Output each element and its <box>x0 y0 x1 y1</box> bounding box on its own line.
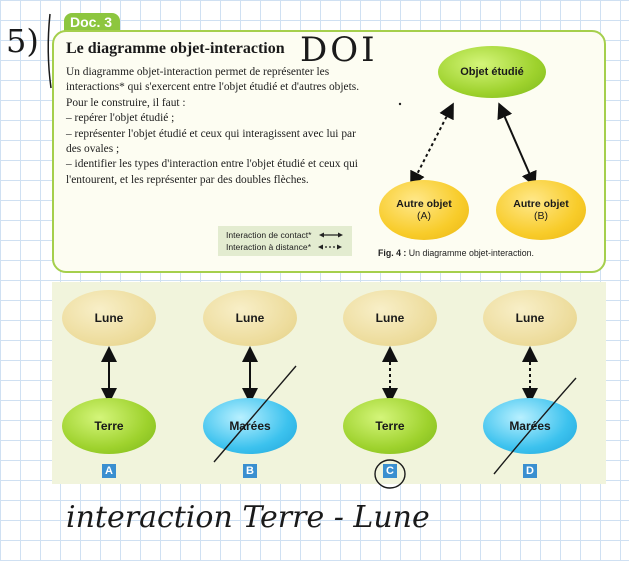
strike-option-d <box>493 377 577 475</box>
option-c-bottom-label: Terre <box>375 419 405 433</box>
option-a-top-ellipse: Lune <box>62 290 156 346</box>
handwritten-answer: interaction Terre - Lune <box>66 500 430 535</box>
option-c-top-ellipse: Lune <box>343 290 437 346</box>
doc-paragraph-1: Un diagramme objet-interaction permet de… <box>66 66 360 94</box>
doc-paragraph-2: Pour le construire, il faut : <box>66 96 186 109</box>
option-a-letter[interactable]: A <box>102 464 116 478</box>
legend-distance-label: Interaction à distance* <box>226 242 312 252</box>
doc-text: Un diagramme objet-interaction permet de… <box>66 65 366 188</box>
stray-dot <box>398 102 402 106</box>
doc-paragraph-4: – représenter l'objet étudié et ceux qui… <box>66 127 356 156</box>
option-d-top-ellipse: Lune <box>483 290 577 346</box>
handwritten-doi: DOI <box>300 30 378 70</box>
choices-arrows <box>101 346 538 404</box>
option-a-bottom-ellipse: Terre <box>62 398 156 454</box>
figure-left-label: Autre objet <box>396 198 452 210</box>
dashed-double-arrow-icon <box>318 244 343 250</box>
option-a-top-label: Lune <box>94 311 124 325</box>
option-b-bottom-ellipse: Marées <box>203 398 297 454</box>
legend-contact-label: Interaction de contact* <box>226 230 312 240</box>
figure-right-sublabel: (B) <box>534 210 548 222</box>
figure-caption-text: Un diagramme objet-interaction. <box>406 248 534 258</box>
doc-badge: Doc. 3 <box>64 13 121 32</box>
figure-right-ellipse: Autre objet (B) <box>496 180 586 240</box>
margin-bracket <box>47 13 52 89</box>
option-d-top-label: Lune <box>515 311 545 325</box>
option-b-top-label: Lune <box>235 311 265 325</box>
strike-option-b <box>213 365 297 463</box>
option-b-bottom-label: Marées <box>229 419 271 433</box>
solid-double-arrow-icon <box>318 232 343 238</box>
circled-option-c <box>374 459 406 489</box>
doc-title: Le diagramme objet-interaction <box>66 40 285 57</box>
question-number: 5) <box>6 22 39 60</box>
figure-caption-label: Fig. 4 : <box>378 248 407 258</box>
option-c-letter[interactable]: C <box>383 464 397 478</box>
figure-left-ellipse: Autre objet (A) <box>379 180 469 240</box>
figure-center-label: Objet étudié <box>460 66 524 78</box>
option-b-top-ellipse: Lune <box>203 290 297 346</box>
figure-arrows <box>410 102 537 188</box>
option-c-bottom-ellipse: Terre <box>343 398 437 454</box>
interaction-legend: Interaction de contact* Interaction à di… <box>218 226 352 256</box>
figure-right-label: Autre objet <box>513 198 569 210</box>
option-d-bottom-ellipse: Marées <box>483 398 577 454</box>
option-c-top-label: Lune <box>375 311 405 325</box>
option-d-letter[interactable]: D <box>523 464 537 478</box>
doc-paragraph-5: – identifier les types d'interaction ent… <box>66 158 358 186</box>
option-d-bottom-label: Marées <box>509 419 551 433</box>
figure-left-sublabel: (A) <box>417 210 431 222</box>
doc-paragraph-3: – repérer l'objet étudié ; <box>66 112 175 125</box>
figure-center-ellipse: Objet étudié <box>438 46 546 98</box>
option-a-bottom-label: Terre <box>94 419 124 433</box>
figure-caption: Fig. 4 : Un diagramme objet-interaction. <box>378 248 534 258</box>
option-b-letter[interactable]: B <box>243 464 257 478</box>
